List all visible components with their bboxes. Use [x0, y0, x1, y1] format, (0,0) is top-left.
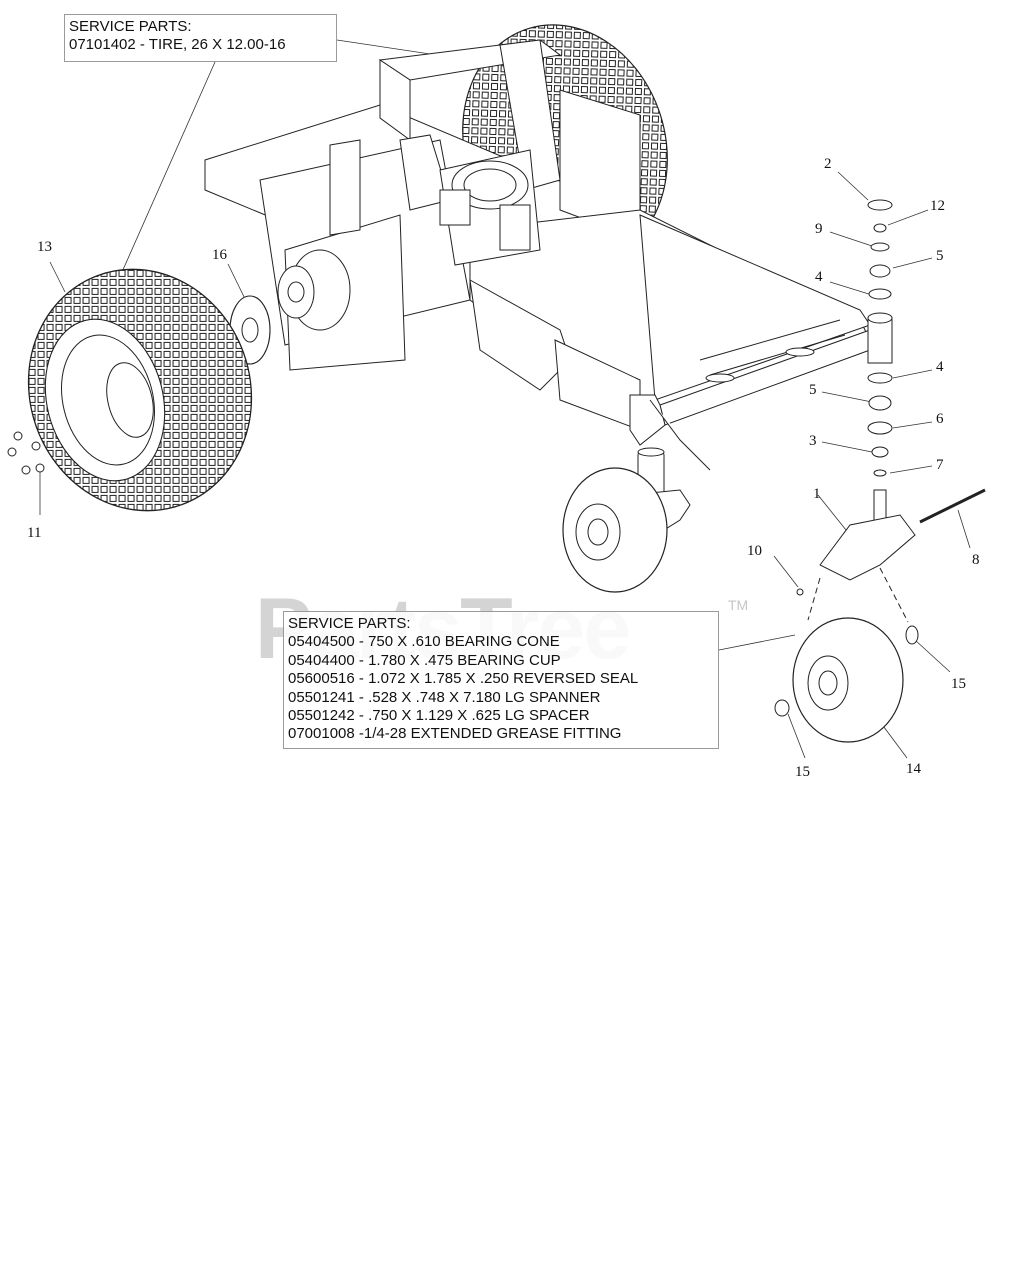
service-part-line: 07001008 -1/4-28 EXTENDED GREASE FITTING [288, 725, 622, 743]
service-part-line: 05404400 - 1.780 X .475 BEARING CUP [288, 651, 561, 669]
callout-5: 5 [936, 248, 944, 264]
callout-6: 6 [936, 411, 944, 427]
callout-16: 16 [212, 247, 227, 263]
service-parts-heading: SERVICE PARTS: [288, 615, 411, 632]
lug-nuts [7, 431, 45, 475]
callout-15: 15 [795, 764, 810, 780]
callout-1: 1 [813, 486, 821, 502]
service-parts-heading: SERVICE PARTS: [69, 18, 192, 35]
callout-14: 14 [906, 761, 921, 777]
service-part-line: 05404500 - 750 X .610 BEARING CONE [288, 633, 560, 651]
callout-2: 2 [824, 156, 832, 172]
callout-8: 8 [972, 552, 980, 568]
mower-frame [204, 39, 871, 471]
service-part-line: 05501241 - .528 X .748 X 7.180 LG SPANNE… [288, 688, 601, 706]
callout-10: 10 [747, 543, 762, 559]
service-part-line: 05501242 - .750 X 1.129 X .625 LG SPACER [288, 707, 590, 725]
rear-tire-left [27, 268, 253, 512]
callout-11: 11 [27, 525, 42, 541]
caster-stack [796, 199, 986, 596]
callout-4: 4 [815, 269, 823, 285]
caster-assembled [562, 447, 691, 593]
callout-15: 15 [951, 676, 966, 692]
callout-7: 7 [936, 457, 944, 473]
callout-9: 9 [815, 221, 823, 237]
caster-wheel-exploded [774, 567, 919, 743]
service-parts-caster-box: SERVICE PARTS: 05404500 - 750 X .610 BEA… [283, 611, 719, 749]
callout-5: 5 [809, 382, 817, 398]
watermark-trademark: TM [728, 597, 749, 613]
callout-4: 4 [936, 359, 944, 375]
callout-12: 12 [930, 198, 945, 214]
service-parts-tire-box: SERVICE PARTS: 07101402 - TIRE, 26 X 12.… [64, 14, 337, 62]
service-part-line: 05600516 - 1.072 X 1.785 X .250 REVERSED… [288, 670, 639, 688]
callout-3: 3 [809, 433, 817, 449]
service-part-line: 07101402 - TIRE, 26 X 12.00-16 [69, 36, 286, 54]
callout-13: 13 [37, 239, 52, 255]
